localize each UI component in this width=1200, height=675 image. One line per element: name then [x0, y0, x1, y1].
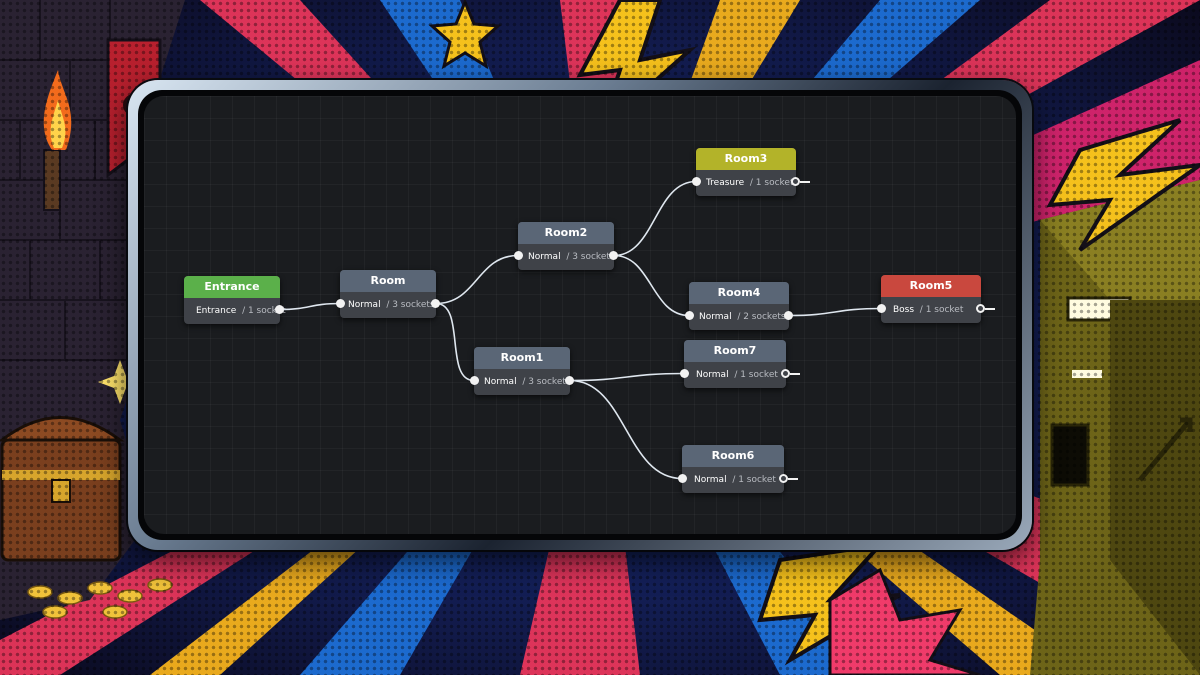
node-socket-count: / 1 socket — [734, 370, 778, 380]
node-info: Entrance / 1 socket — [184, 298, 286, 324]
node-socket-count: / 1 socket — [919, 305, 964, 315]
corridor-illustration — [1030, 180, 1200, 675]
input-socket[interactable] — [514, 251, 523, 260]
node-socket-count: / 1 socket — [732, 475, 776, 485]
node-title: Room3 — [696, 148, 796, 170]
node-title: Room4 — [689, 282, 789, 304]
node-info: Treasure / 1 socket — [696, 170, 796, 196]
node-room6[interactable]: Room6 Normal / 1 socket — [678, 445, 798, 493]
node-type: Normal — [348, 300, 381, 310]
connection-room1-room7[interactable] — [569, 372, 685, 382]
input-socket[interactable] — [680, 369, 689, 378]
node-socket-count: / 2 sockets — [737, 312, 786, 322]
node-socket-count: / 3 sockets — [566, 252, 615, 262]
node-type: Treasure — [706, 178, 745, 188]
node-info: Normal / 3 sockets — [518, 244, 615, 270]
socket-stub — [790, 373, 800, 375]
node-info: Normal / 2 sockets — [689, 304, 789, 330]
node-title: Room5 — [881, 275, 981, 297]
node-socket-count: / 3 sockets — [522, 377, 571, 387]
socket-stub — [800, 181, 810, 183]
output-socket[interactable] — [565, 376, 574, 385]
output-socket[interactable] — [784, 311, 793, 320]
node-type: Normal — [699, 312, 732, 322]
node-room4[interactable]: Room4 Normal / 2 sockets — [685, 282, 793, 330]
node-socket-count: / 1 socket — [749, 178, 794, 188]
node-room7[interactable]: Room7 Normal / 1 socket — [680, 340, 800, 388]
node-type: Boss — [893, 305, 915, 315]
input-socket[interactable] — [877, 304, 886, 313]
connection-entrance-room[interactable] — [279, 302, 341, 311]
node-title: Room6 — [682, 445, 784, 467]
output-socket[interactable] — [609, 251, 618, 260]
node-info: Normal / 3 sockets — [474, 369, 571, 395]
output-socket[interactable] — [431, 299, 440, 308]
node-room2[interactable]: Room2 Normal / 3 sockets — [514, 222, 618, 270]
node-info: Normal / 1 socket — [684, 362, 786, 388]
node-title: Room2 — [518, 222, 614, 244]
node-type: Normal — [484, 377, 517, 387]
node-entrance[interactable]: Entrance Entrance / 1 socket — [184, 276, 286, 324]
node-socket-count: / 3 sockets — [386, 300, 435, 310]
connection-room-room2[interactable] — [435, 254, 519, 305]
star-icon — [428, 0, 502, 70]
input-socket[interactable] — [336, 299, 345, 308]
socket-stub — [985, 308, 995, 310]
graph-canvas[interactable]: Entrance Entrance / 1 socket Room Normal… — [144, 96, 1016, 534]
node-type: Normal — [528, 252, 561, 262]
input-socket[interactable] — [678, 474, 687, 483]
connection-layer — [279, 180, 882, 480]
socket-stub — [788, 478, 798, 480]
node-info: Normal / 1 socket — [682, 467, 784, 493]
node-info: Boss / 1 socket — [881, 297, 981, 323]
node-title: Entrance — [184, 276, 280, 298]
input-socket[interactable] — [685, 311, 694, 320]
output-socket[interactable] — [976, 304, 985, 313]
node-type: Normal — [694, 475, 727, 485]
node-type: Entrance — [196, 306, 237, 316]
output-socket[interactable] — [781, 369, 790, 378]
connection-room-room1[interactable] — [435, 302, 475, 382]
output-socket[interactable] — [275, 305, 284, 314]
node-info: Normal / 3 sockets — [340, 292, 436, 318]
node-room5[interactable]: Room5 Boss / 1 socket — [877, 275, 995, 323]
connection-room2-room4[interactable] — [613, 254, 690, 317]
connection-room4-room5[interactable] — [788, 307, 882, 317]
output-socket[interactable] — [791, 177, 800, 186]
connection-room1-room6[interactable] — [569, 379, 683, 480]
connection-room2-room3[interactable] — [613, 180, 697, 257]
node-socket-count: / 1 socket — [242, 306, 286, 316]
node-title: Room — [340, 270, 436, 292]
output-socket[interactable] — [779, 474, 788, 483]
node-title: Room1 — [474, 347, 570, 369]
burst-shape — [828, 567, 981, 675]
node-type: Normal — [696, 370, 729, 380]
node-room1[interactable]: Room1 Normal / 3 sockets — [470, 347, 574, 395]
input-socket[interactable] — [692, 177, 701, 186]
node-room[interactable]: Room Normal / 3 sockets — [336, 270, 440, 318]
input-socket[interactable] — [470, 376, 479, 385]
node-title: Room7 — [684, 340, 786, 362]
node-room3[interactable]: Room3 Treasure / 1 socket — [692, 148, 810, 196]
